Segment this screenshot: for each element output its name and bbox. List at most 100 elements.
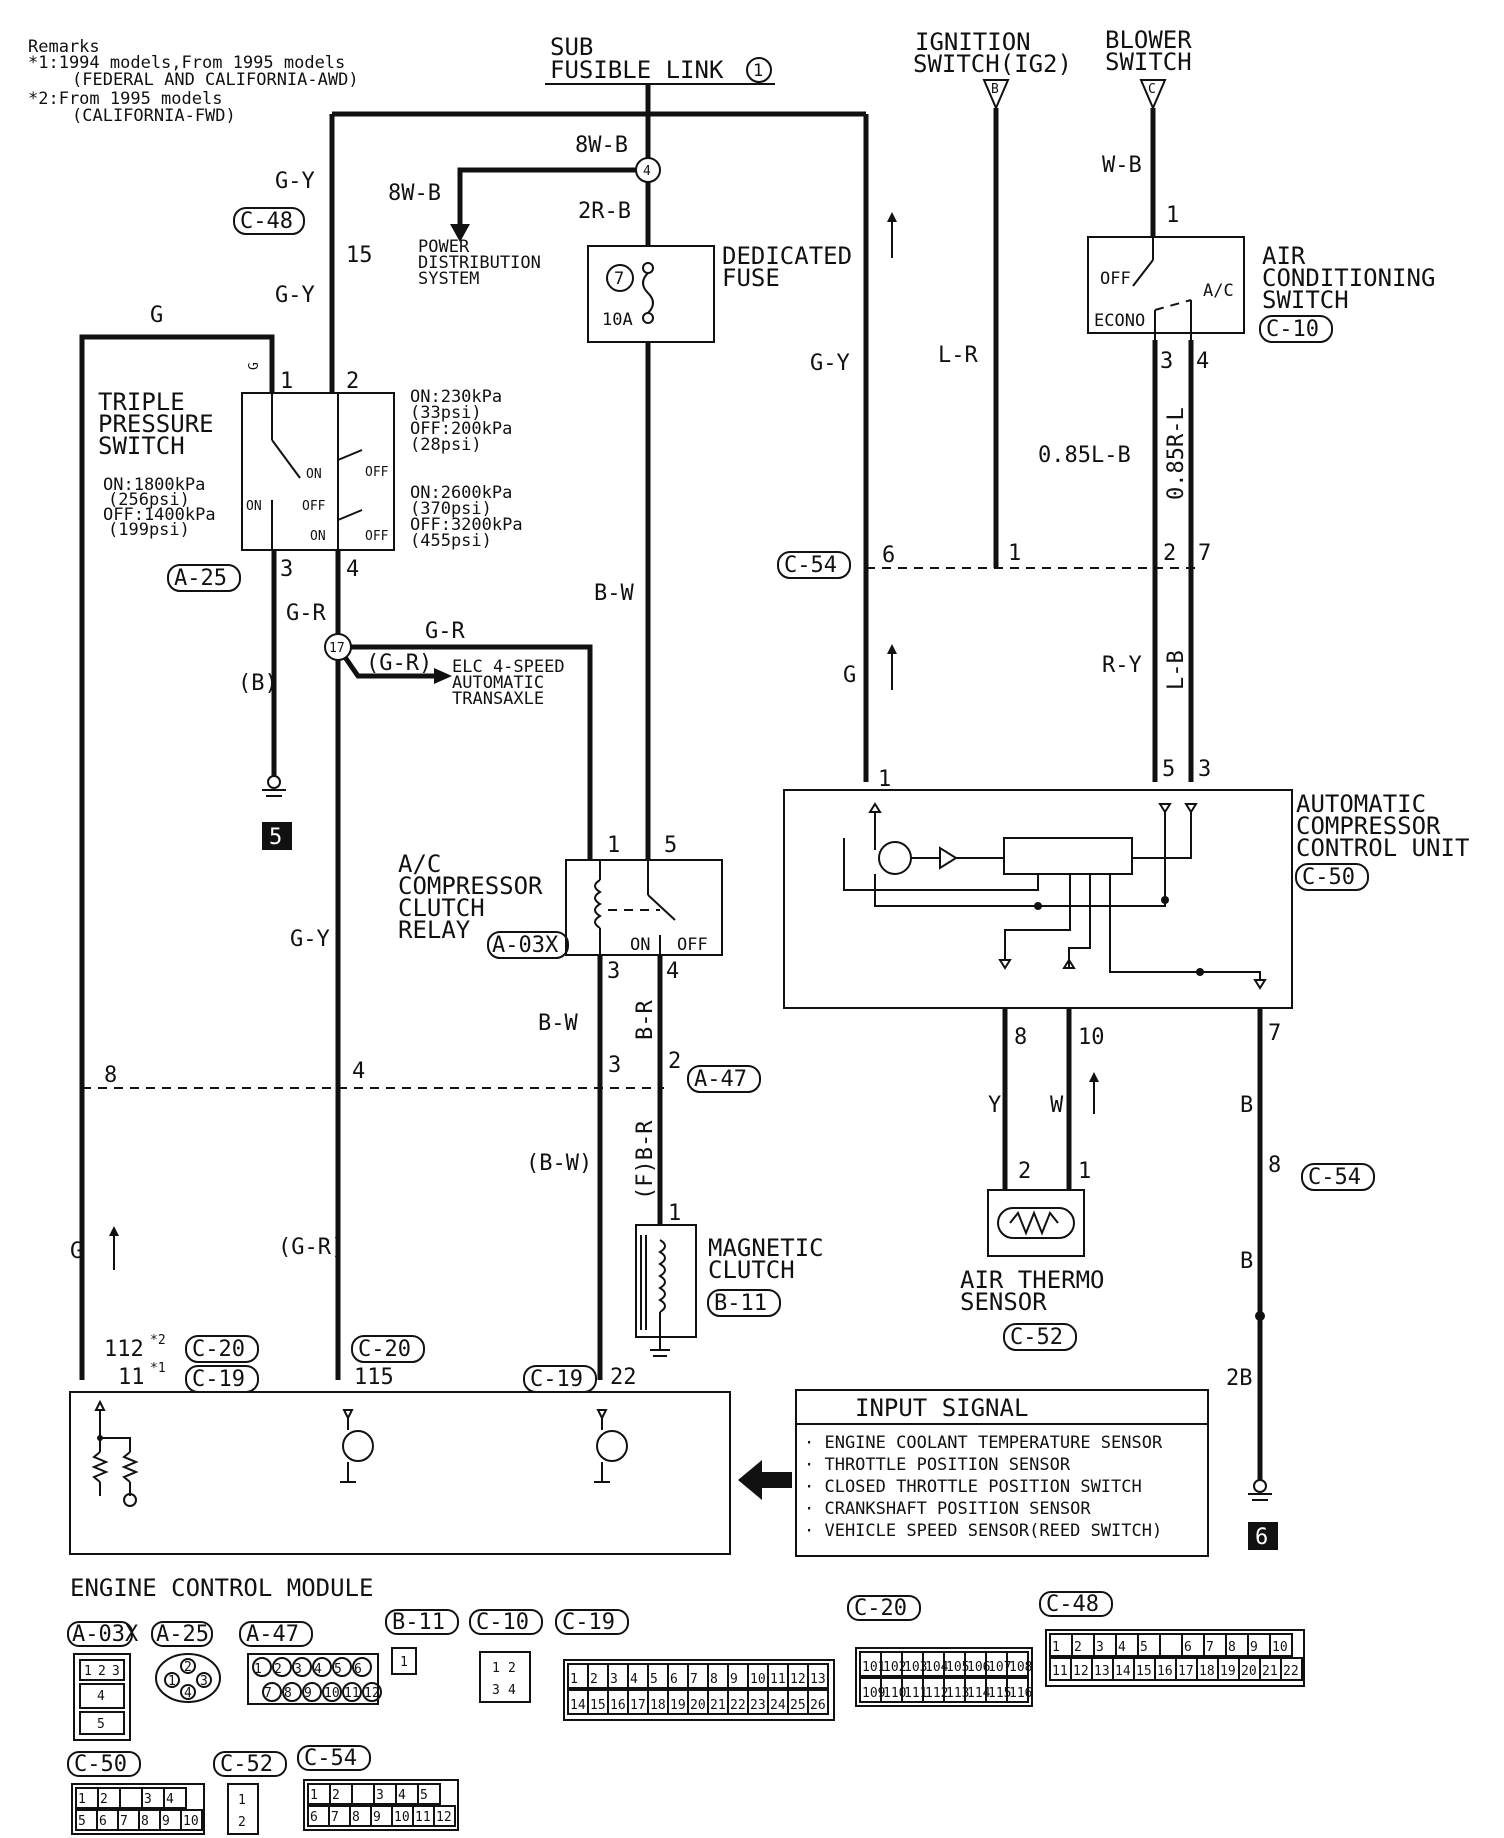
ignition-switch: IGNITION SWITCH(IG2) B [913, 28, 1072, 111]
legend-c19-pin: 23 [750, 1698, 766, 1713]
elc-text-3: TRANSAXLE [452, 689, 544, 709]
ground-5: 5 [262, 775, 292, 850]
legend-c19-pin: 2 [590, 1672, 598, 1687]
ecm-resistor-1 [91, 1451, 109, 1483]
legend-a47-pin-cell [342, 1682, 362, 1702]
tps-off-high: OFF:1400kPa [103, 505, 216, 525]
c54-pin-7: 7 [1198, 541, 1211, 566]
wire-label-w: W [1050, 1093, 1064, 1118]
legend-c19-pin: 21 [710, 1698, 726, 1713]
legend-c19-pin: 18 [650, 1698, 666, 1713]
tps-mid-switch-blade [337, 509, 363, 521]
accu-pin-5: 5 [1162, 757, 1175, 782]
legend-c19-pin: 22 [730, 1698, 746, 1713]
c54-pin-1: 1 [1008, 541, 1021, 566]
fuse-number: 7 [614, 269, 624, 289]
legend-tag-c20: C-20 [854, 1596, 907, 1621]
legend-c20-pin: 103 [904, 1660, 927, 1675]
c54-pin-6: 6 [882, 543, 895, 568]
main-wires [79, 84, 1263, 1480]
wire-label-g-vert: G [247, 362, 262, 370]
legend-a47-pin-cell [332, 1657, 352, 1677]
legend-a47-pin: 1 [254, 1662, 262, 1677]
tps-on-high-psi: (256psi) [108, 490, 190, 510]
relay-label-4: RELAY [398, 916, 471, 944]
legend-c19-pin: 8 [710, 1672, 718, 1687]
legend-c54-pin: 12 [436, 1810, 452, 1825]
legend-a47-shell [247, 1653, 379, 1705]
legend-a47-pin: 4 [314, 1662, 322, 1677]
tag-a03x: A-03X [492, 933, 559, 958]
ground-5-number: 5 [269, 825, 282, 850]
power-dist-text-1: POWER [418, 237, 470, 257]
legend-c50-pin: 6 [99, 1814, 107, 1829]
tps-spec-b1: ON:2600kPa [410, 483, 512, 503]
accu-logic-block [1003, 837, 1133, 875]
legend-a47-pin-cell [312, 1657, 332, 1677]
splice-4: 4 [635, 157, 661, 183]
legend-c50-pin: 1 [78, 1792, 86, 1807]
accu-label-1: AUTOMATIC [1296, 790, 1426, 818]
clutch-label-2: CLUTCH [708, 1256, 795, 1284]
legend-c48-pin: 5 [1140, 1640, 1148, 1655]
wire-8wb-power-dist [457, 167, 648, 235]
tps-pin-2: 2 [346, 369, 359, 394]
wire-label-8wb-a: 8W-B [575, 133, 628, 158]
acs-pin-1: 1 [1166, 203, 1179, 228]
legend-c19-pin: 16 [610, 1698, 626, 1713]
wire-label-085rl: 0.85R-L [1164, 407, 1189, 500]
remarks-title: Remarks [28, 37, 100, 57]
tag-c50: C-50 [1302, 865, 1355, 890]
legend-c19-pin: 6 [670, 1672, 678, 1687]
legend-c19-pin: 17 [630, 1698, 646, 1713]
legend-c50-pin: 7 [120, 1814, 128, 1829]
power-dist-text-2: DISTRIBUTION [418, 253, 541, 273]
input-signal-item-5: · VEHICLE SPEED SENSOR(REED SWITCH) [804, 1521, 1162, 1541]
legend-c20-pin: 101 [862, 1660, 885, 1675]
ground-5-badge [262, 822, 292, 850]
legend-c48-pin-cell [1159, 1633, 1183, 1657]
legend-a47-pin: 2 [274, 1662, 282, 1677]
tps-spec-a1: ON:230kPa [410, 387, 502, 407]
tag-c20-ecm-mid: C-20 [358, 1337, 411, 1362]
legend-c10-pin: 2 [508, 1661, 516, 1676]
accu-label-2: COMPRESSOR [1296, 812, 1441, 840]
wire-label-lr: L-R [938, 343, 978, 368]
legend-c19-pin: 19 [670, 1698, 686, 1713]
relay-label-3: CLUTCH [398, 894, 485, 922]
tps-on-2: ON [246, 499, 262, 514]
legend-c20-pin-cell [1006, 1677, 1029, 1703]
legend-c20-pin: 108 [1009, 1660, 1032, 1675]
relay-on: ON [630, 935, 650, 955]
clutch-coil [658, 1239, 666, 1313]
legend-c50-pin: 10 [183, 1814, 199, 1829]
legend-c20-pin: 105 [946, 1660, 969, 1675]
legend-a47-pin: 9 [304, 1686, 312, 1701]
legend-a47-pin-cell [252, 1657, 272, 1677]
ecm-resistor-2 [121, 1451, 139, 1483]
legend-c50-pin-cell [119, 1787, 143, 1809]
legend-a47-pin-cell [302, 1682, 322, 1702]
acs-label-2: CONDITIONING [1262, 264, 1435, 292]
splice-17-num: 17 [329, 641, 345, 656]
accu-pin-8: 8 [1014, 1025, 1027, 1050]
acs-switch-blade [1132, 259, 1154, 287]
legend-a47-pin: 11 [344, 1686, 360, 1701]
air-conditioning-switch: AIR CONDITIONING SWITCH OFF A/C ECONO 1 … [1087, 203, 1435, 374]
legend-c20-pin: 113 [946, 1686, 969, 1701]
clutch-pin-1: 1 [668, 1201, 681, 1226]
legend-c48-pin: 3 [1096, 1640, 1104, 1655]
elc-text-2: AUTOMATIC [452, 673, 544, 693]
legend-c48-pin: 11 [1052, 1664, 1068, 1679]
wire-label-bw-3: (B-W) [526, 1151, 592, 1176]
fuse-label-1: DEDICATED [722, 242, 852, 270]
input-signal-title: INPUT SIGNAL [855, 1394, 1028, 1422]
input-signal-item-3: · CLOSED THROTTLE POSITION SWITCH [804, 1477, 1142, 1497]
tag-c19-ecm-right: C-19 [530, 1367, 583, 1392]
legend-c50-pin-cell [163, 1787, 187, 1809]
tag-c20-ecm-left: C-20 [192, 1337, 245, 1362]
wire-label-lb: L-B [1164, 650, 1189, 690]
